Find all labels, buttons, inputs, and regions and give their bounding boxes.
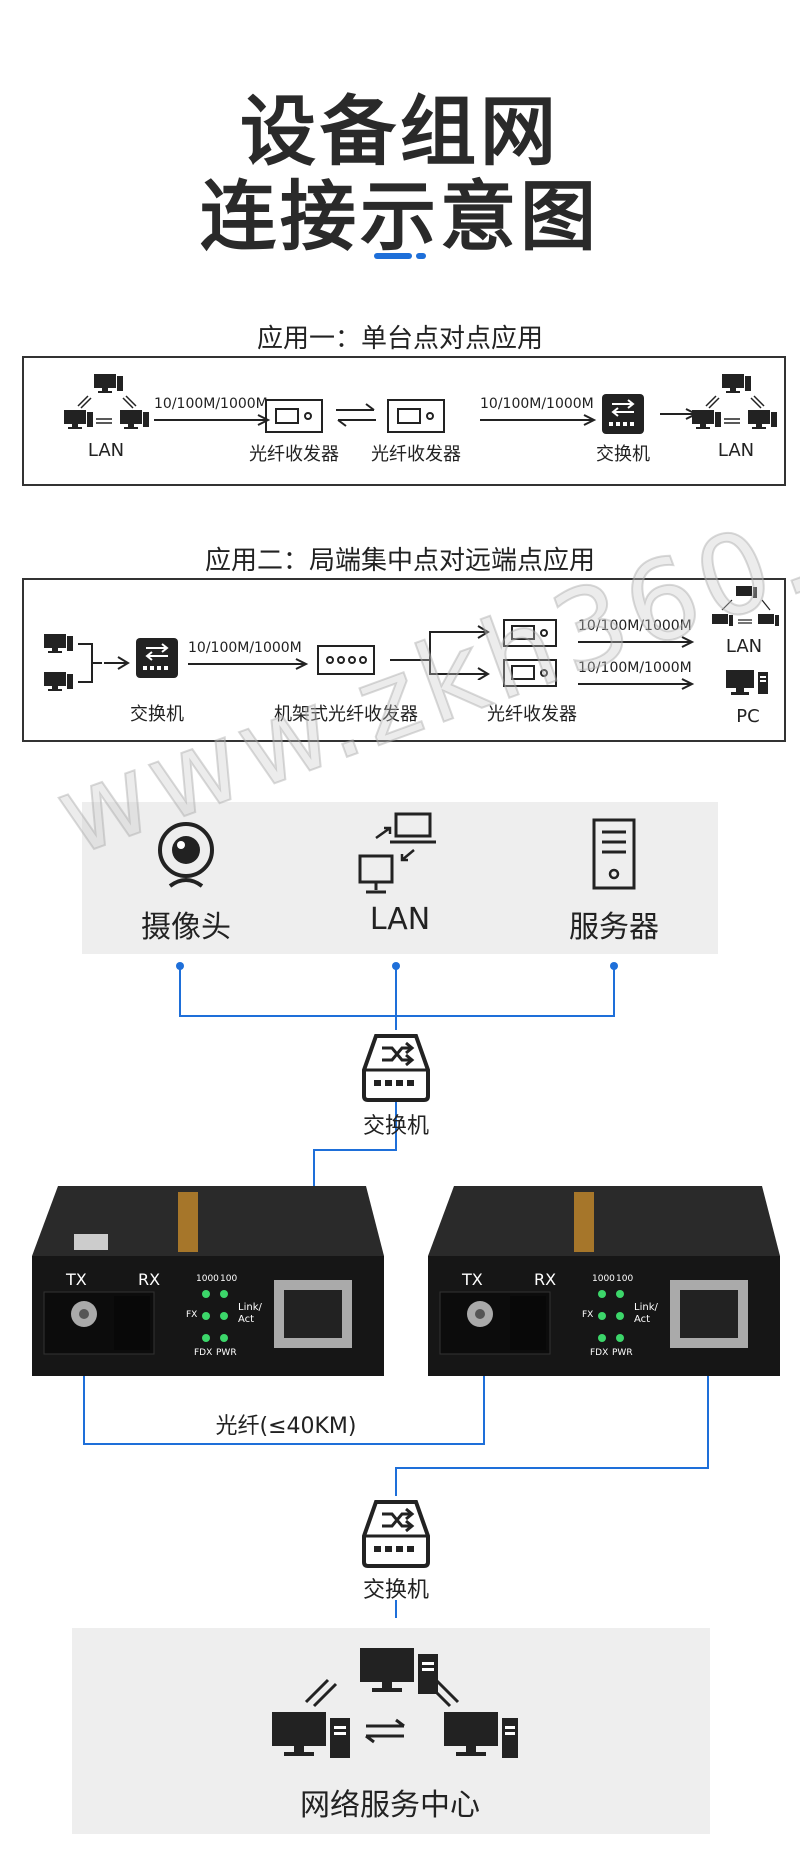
switch-icon [362,1034,430,1102]
app2-speed-1: 10/100M/1000M [188,640,302,656]
app2-label-switch: 交换机 [130,704,184,725]
lan-devices-icon [358,812,436,894]
led-1000-label: 1000 [592,1274,615,1284]
title-accent-bar [374,253,412,259]
link-label: Link/ [634,1302,658,1313]
led-1000-label: 1000 [196,1274,219,1284]
pwr-label: PWR [612,1348,633,1358]
app1-speed-2: 10/100M/1000M [480,396,594,412]
network-center-icon [272,1648,518,1758]
fx-label: FX [582,1310,594,1320]
network-center-panel: 网络服务中心 [72,1628,710,1834]
pwr-label: PWR [216,1348,237,1358]
app1-speed-1: 10/100M/1000M [154,396,268,412]
exchange-arrows-icon [336,403,376,427]
camera-label: 摄像头 [141,910,231,945]
app2-panel: 交换机 10/100M/1000M 机架式光纤收发器 光纤收发器 10/100M… [22,578,786,742]
end-devices-panel: 摄像头 LAN 服务器 [82,802,718,954]
media-converter-left: TX RX 1000 100 FX Link/ Act FDX PWR [28,1180,388,1380]
app1-label-lan-right: LAN [717,440,755,461]
app1-title: 应用一：单台点对点应用 [256,324,543,354]
tx-label: TX [66,1270,87,1289]
converter-icon [387,399,445,433]
title-line-2: 连接示意图 [200,172,600,261]
switch-label-2: 交换机 [362,1578,429,1603]
media-converter-right: TX RX 1000 100 FX Link/ Act FDX PWR [424,1180,784,1380]
lan-cluster-icon [64,374,149,429]
app2-label-converter: 光纤收发器 [487,704,577,725]
tx-label: TX [462,1270,483,1289]
arrow-right-icon [480,414,597,426]
link-label: Link/ [238,1302,262,1313]
network-center-label: 网络服务中心 [300,1788,480,1823]
app2-speed-2: 10/100M/1000M [578,618,692,634]
app1-panel: LAN 10/100M/1000M 光纤收发器 光纤收发器 10/100M/10… [22,356,786,486]
fx-label: FX [186,1310,198,1320]
switch-icon [136,638,178,678]
app1-label-converter-1: 光纤收发器 [249,444,339,465]
converter-icon [503,619,557,647]
rx-label: RX [534,1270,557,1289]
pc-icon [726,670,768,695]
act-label: Act [634,1314,651,1325]
arrow-right-icon [154,414,271,426]
switch-icon [602,394,644,434]
app1-label-switch: 交换机 [596,444,650,465]
lan-cluster-icon [712,586,779,626]
led-100-label: 100 [616,1274,634,1284]
lan-label: LAN [369,902,431,937]
rx-label: RX [138,1270,161,1289]
arrow-right-icon [188,658,309,670]
switch-icon [362,1500,430,1568]
split-arrows-icon [390,625,490,680]
app2-label-lan: LAN [725,636,763,657]
title-line-1: 设备组网 [240,87,560,176]
app2-label-pc: PC [736,706,760,727]
fdx-label: FDX [194,1348,213,1358]
app1-label-lan-left: LAN [87,440,125,461]
converter-body [428,1186,780,1376]
led-100-label: 100 [220,1274,238,1284]
converter-icon [503,659,557,687]
act-label: Act [238,1314,255,1325]
rack-converter-icon [317,645,375,675]
converter-icon [265,399,323,433]
app2-speed-3: 10/100M/1000M [578,660,692,676]
pc-pair-bracket-icon [44,634,130,691]
converter-body [32,1186,384,1376]
camera-icon [158,822,214,888]
app2-title: 应用二：局端集中点对远端点应用 [204,546,595,576]
arrow-right-icon [578,636,695,648]
server-icon [592,818,636,890]
switch-label-1: 交换机 [362,1114,429,1139]
title-accent-dot [416,253,426,259]
arrow-right-icon [578,678,695,690]
lan-cluster-icon [692,374,777,429]
app2-label-rack: 机架式光纤收发器 [274,704,418,725]
fiber-label: 光纤(≤40KM) [215,1414,357,1439]
app1-label-converter-2: 光纤收发器 [371,444,461,465]
fdx-label: FDX [590,1348,609,1358]
server-label: 服务器 [569,910,659,945]
